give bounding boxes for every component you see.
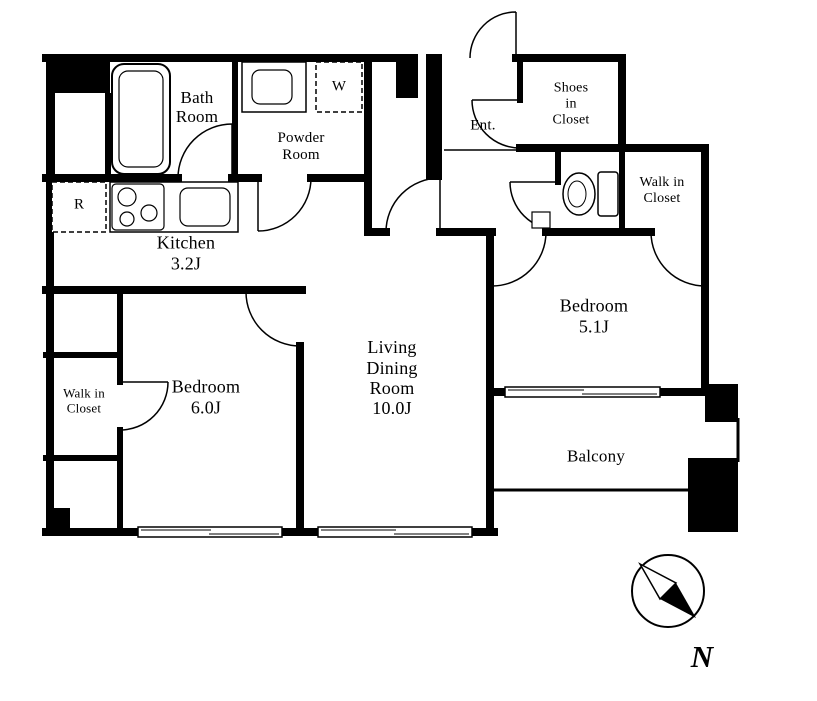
- entrance-door-swing: [469, 11, 517, 59]
- toilet-bowl-inner: [567, 180, 587, 208]
- window-frame: [317, 526, 473, 538]
- toilet-door-swing: [509, 181, 559, 231]
- window-frame: [137, 526, 283, 538]
- shoes-closet-label: Shoes in Closet: [552, 80, 590, 127]
- walkin-closet-left-label: Walk in Closet: [63, 385, 105, 415]
- hall-door-swing: [385, 177, 441, 233]
- window-living: [317, 526, 473, 538]
- balcony-label: Balcony: [566, 446, 626, 466]
- bedroom-right-size: 5.1J: [578, 316, 610, 336]
- bathtub-icon: [111, 63, 171, 175]
- toilet-side-box: [531, 211, 551, 229]
- walkin-closet-right-door-swing: [650, 231, 706, 287]
- bedroom-left-size: 6.0J: [190, 397, 222, 417]
- window-bedroom-left: [137, 526, 283, 538]
- window-panels: [141, 529, 279, 535]
- pipe-space: [53, 91, 107, 179]
- compass-needle-south: [638, 562, 678, 601]
- bedroom-left-door-swing: [245, 291, 301, 347]
- shoes-closet-door-swing: [471, 99, 521, 149]
- kitchen-sink-icon: [179, 187, 231, 227]
- sliding-door-bedroom-right: [504, 386, 661, 398]
- compass-needle-north: [660, 583, 696, 618]
- washer-space-box: [315, 61, 363, 113]
- window-panels: [321, 529, 469, 535]
- sliding-door-frame: [504, 386, 661, 398]
- walkin-closet-left-door-swing: [119, 381, 169, 431]
- bathtub-outer: [111, 63, 171, 175]
- powder-door-swing: [257, 177, 312, 232]
- kitchen-size: 3.2J: [170, 253, 202, 273]
- kitchen-counter-icon: [109, 181, 239, 233]
- living-dining-size: 10.0J: [372, 398, 412, 419]
- walls-partition: [43, 55, 625, 535]
- powder-room-label: Powder Room: [277, 130, 325, 163]
- toilet-tank: [597, 171, 619, 217]
- stove-burner: [117, 187, 137, 207]
- bath-room-label: Bath Room: [175, 87, 219, 126]
- bedroom-right-door-swing: [491, 231, 547, 287]
- bathtub-inner: [118, 70, 164, 168]
- stove-burner: [140, 204, 158, 222]
- fridge-space-box: [51, 181, 107, 233]
- fridge-mark: R: [73, 196, 85, 213]
- toilet-bowl: [562, 172, 596, 216]
- bedroom-left-name: Bedroom: [171, 376, 241, 397]
- stove-burner: [119, 211, 135, 227]
- entrance-label: Ent.: [470, 117, 496, 134]
- balcony-railing: [490, 418, 740, 492]
- kitchen-counter: [109, 181, 239, 233]
- bedroom-right-name: Bedroom: [559, 295, 629, 316]
- sliding-door-panels: [508, 389, 657, 395]
- living-dining-name: Living Dining Room: [366, 337, 418, 398]
- compass-icon: [631, 554, 705, 628]
- stove-icon: [111, 183, 165, 231]
- walkin-closet-right-label: Walk in Closet: [639, 175, 685, 206]
- bath-door-swing: [177, 123, 233, 179]
- north-label: N: [690, 639, 714, 674]
- toilet-icon: [531, 171, 619, 229]
- washer-mark: W: [331, 78, 347, 95]
- vanity-sink-icon: [241, 61, 307, 113]
- vanity-bowl: [251, 69, 293, 105]
- kitchen-name: Kitchen: [156, 232, 216, 253]
